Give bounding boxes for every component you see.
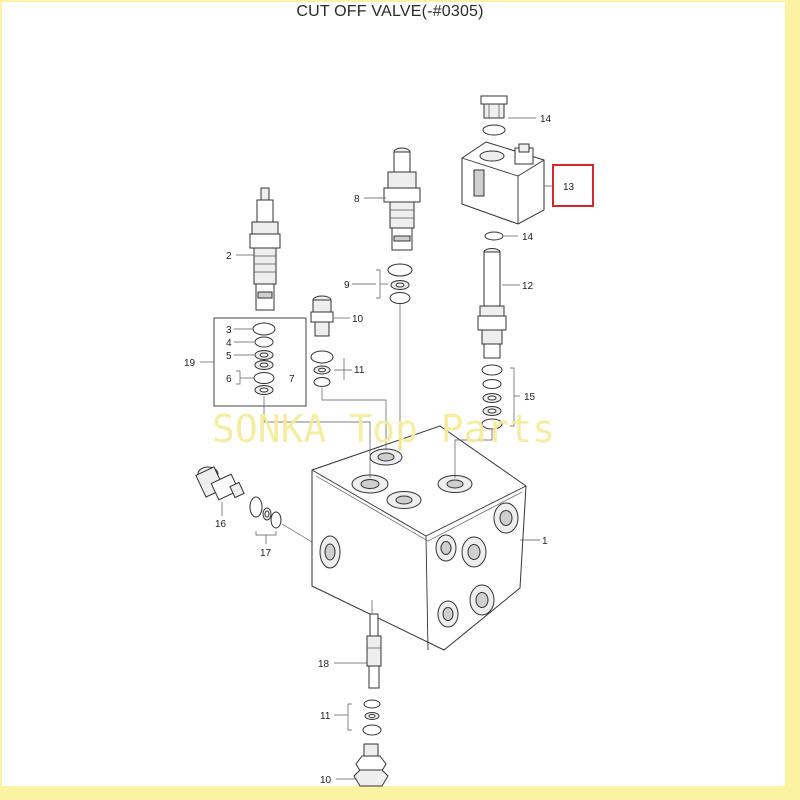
callout-12: 12 (522, 281, 534, 292)
seal-kit-19 (213, 317, 307, 407)
callout-14-lower: 14 (522, 232, 534, 243)
highlight-box-13 (552, 164, 594, 207)
callout-14-upper: 14 (540, 114, 552, 125)
callout-16: 16 (215, 519, 227, 530)
pin-18 (366, 613, 382, 689)
frame-top-edge (0, 0, 800, 2)
callout-15: 15 (524, 392, 536, 403)
coil-nut-14 (480, 95, 508, 136)
plug-10-lower (353, 743, 389, 787)
seal-set-9 (387, 263, 413, 304)
callout-11-upper: 11 (354, 365, 365, 376)
callout-1: 1 (542, 536, 548, 547)
callout-10-lower: 10 (320, 775, 332, 786)
frame-right-edge (785, 0, 800, 800)
orings-17 (249, 496, 282, 529)
callout-17: 17 (260, 548, 272, 559)
callout-7: 7 (289, 374, 295, 385)
callout-9: 9 (344, 280, 350, 291)
callout-10-upper: 10 (352, 314, 364, 325)
orings-11-upper (310, 350, 334, 387)
frame-bottom-edge (0, 786, 800, 800)
callout-11-lower: 11 (320, 711, 331, 722)
callout-6: 6 (226, 374, 232, 385)
diagram-title: CUT OFF VALVE(-#0305) (296, 3, 484, 20)
callout-2: 2 (226, 251, 232, 262)
callout-4: 4 (226, 338, 232, 349)
solenoid-cartridge-12 (477, 248, 507, 359)
plug-10-upper (310, 295, 334, 337)
cartridge-valve-2 (249, 187, 281, 311)
callout-3: 3 (226, 325, 232, 336)
frame-left-edge (0, 0, 2, 800)
callout-18: 18 (318, 659, 330, 670)
plug-16 (195, 466, 245, 501)
solenoid-coil-13 (461, 141, 545, 225)
cartridge-valve-8 (383, 147, 421, 251)
callout-13: 13 (563, 182, 575, 193)
valve-block-body (311, 425, 527, 651)
orings-11-lower (362, 699, 382, 736)
oring-14-lower (484, 231, 504, 241)
callout-19: 19 (184, 358, 196, 369)
callout-5: 5 (226, 351, 232, 362)
callout-8: 8 (354, 194, 360, 205)
seal-stack-15 (481, 364, 503, 430)
